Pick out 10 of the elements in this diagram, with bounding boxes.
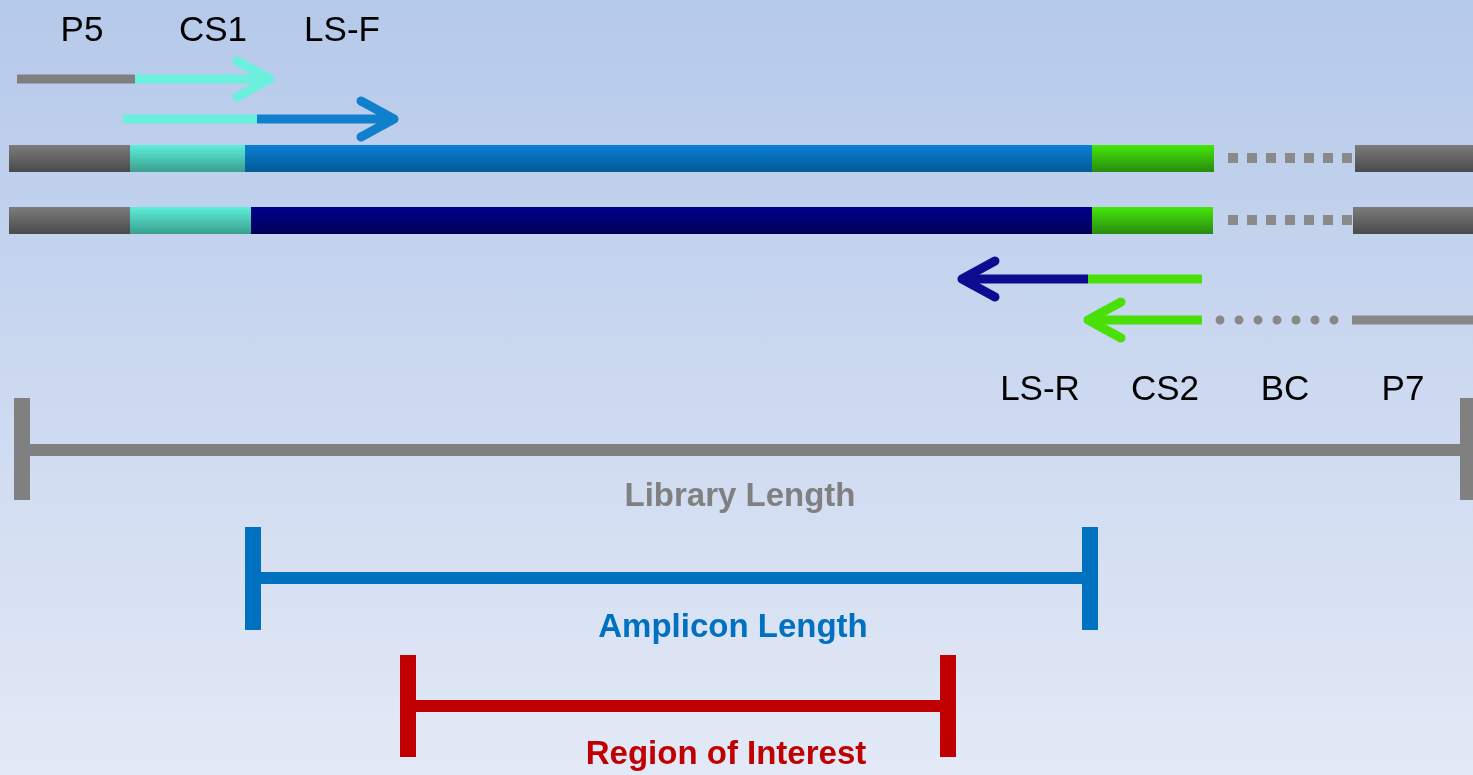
- dimension-label: Library Length: [624, 477, 856, 511]
- segment-label: CS1: [178, 10, 248, 46]
- segment-label: BC: [1260, 369, 1310, 405]
- segment-label: P5: [60, 10, 104, 46]
- segment-label: CS2: [1130, 369, 1200, 405]
- dimension-label: Amplicon Length: [598, 608, 868, 642]
- dimension-label: Region of Interest: [585, 735, 867, 769]
- segment-label: LS-R: [1000, 369, 1080, 405]
- segment-label: LS-F: [304, 10, 380, 46]
- segment-label: P7: [1381, 369, 1425, 405]
